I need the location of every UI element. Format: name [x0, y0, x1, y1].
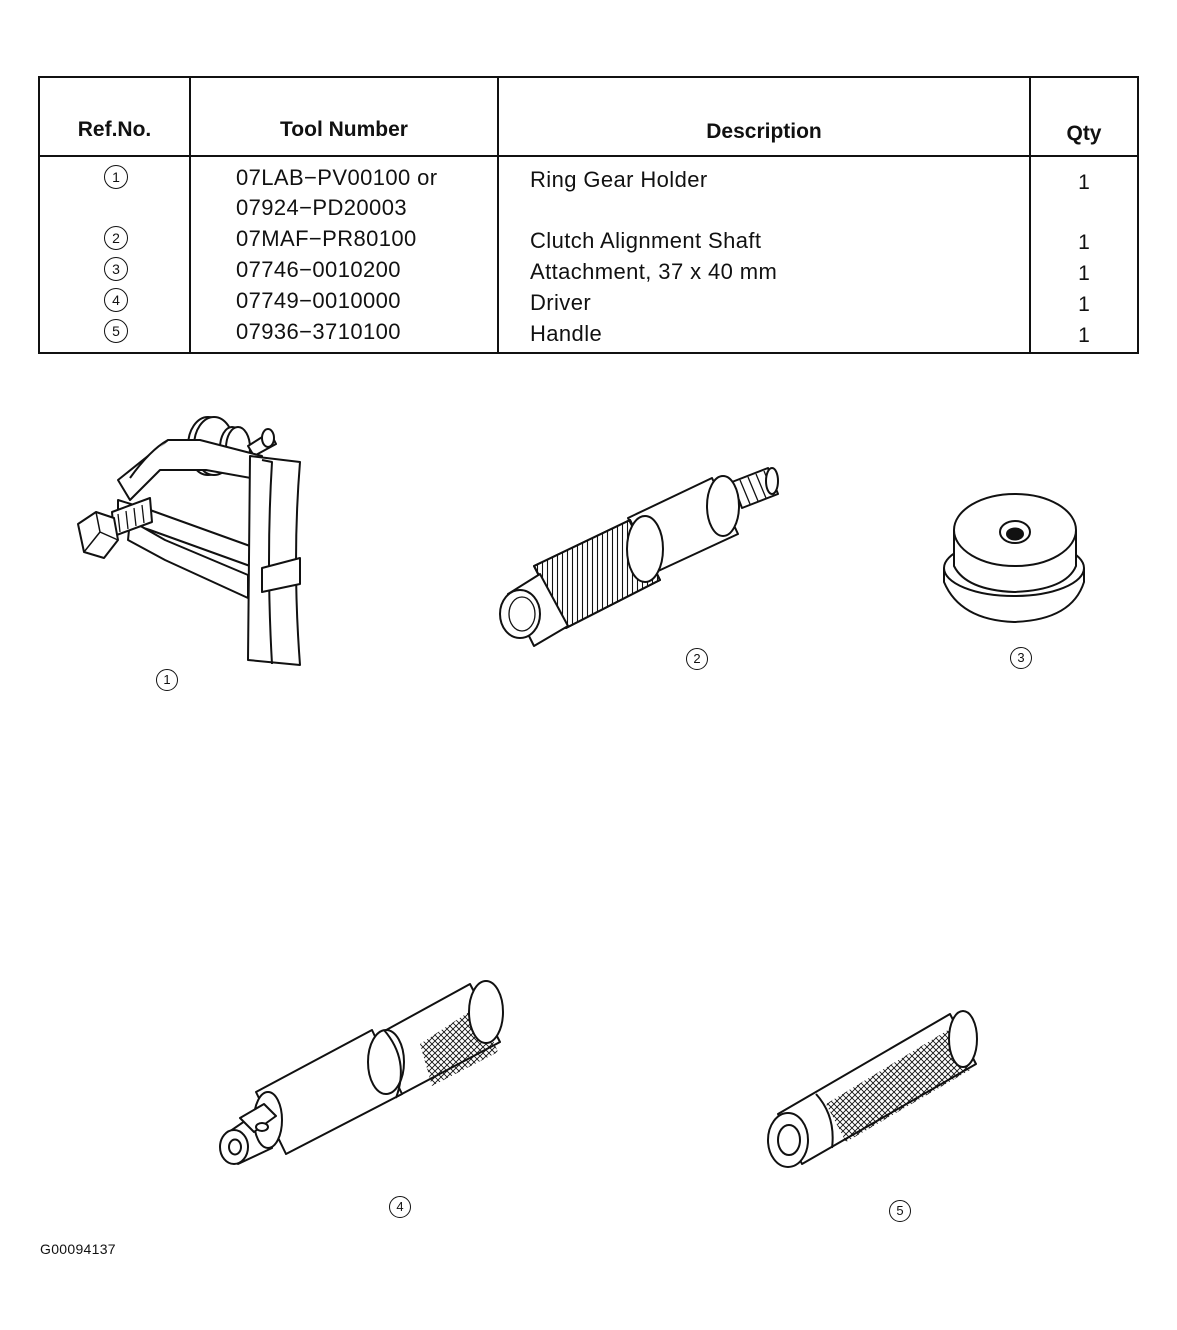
- callout-driver: 4: [389, 1196, 411, 1218]
- table-row-ref: 1: [104, 165, 128, 189]
- clutch-alignment-shaft-illustration: [499, 467, 779, 647]
- header-tool-number: Tool Number: [280, 118, 408, 141]
- table-row-ref: 5: [104, 319, 128, 343]
- table-row-tool-number: 07LAB−PV00100 or: [236, 165, 438, 190]
- table-row-description: Ring Gear Holder: [530, 167, 708, 192]
- callout-clutch-alignment-shaft: 2: [686, 648, 708, 670]
- table-row-tool-number: 07936−3710100: [236, 319, 401, 344]
- table-row-qty: 1: [1078, 231, 1090, 254]
- column-divider: [189, 78, 191, 352]
- table-row-qty: 1: [1078, 324, 1090, 347]
- attachment-illustration: [943, 493, 1085, 623]
- table-row-ref: 2: [104, 226, 128, 250]
- ring-gear-holder-illustration: [77, 416, 301, 666]
- table-row-tool-number: 07MAF−PR80100: [236, 226, 417, 251]
- handle-illustration: [767, 1010, 978, 1168]
- callout-ring-gear-holder: 1: [156, 669, 178, 691]
- table-row-ref: 3: [104, 257, 128, 281]
- header-description: Description: [706, 120, 822, 143]
- table-row-qty: 1: [1078, 171, 1090, 194]
- table-row-ref: 4: [104, 288, 128, 312]
- table-row-description: Handle: [530, 321, 603, 346]
- header-qty: Qty: [1066, 122, 1102, 145]
- column-divider: [497, 78, 499, 352]
- table-row-qty: 1: [1078, 262, 1090, 285]
- figure-id: G00094137: [40, 1241, 116, 1257]
- table-row-tool-number: 07749−0010000: [236, 288, 401, 313]
- table-row-description: Driver: [530, 290, 592, 315]
- table-row-tool-number-alt: 07924−PD20003: [236, 195, 407, 220]
- special-tools-table: Ref.No. Tool Number Description Qty 1 07…: [38, 76, 1139, 354]
- header-divider: [40, 155, 1137, 157]
- table-row-description: Attachment, 37 x 40 mm: [530, 259, 778, 284]
- callout-handle: 5: [889, 1200, 911, 1222]
- callout-attachment: 3: [1010, 647, 1032, 669]
- table-row-description: Clutch Alignment Shaft: [530, 228, 762, 253]
- table-row-qty: 1: [1078, 293, 1090, 316]
- column-divider: [1029, 78, 1031, 352]
- driver-illustration: [219, 980, 504, 1165]
- header-ref-no: Ref.No.: [77, 118, 152, 141]
- table-row-tool-number: 07746−0010200: [236, 257, 401, 282]
